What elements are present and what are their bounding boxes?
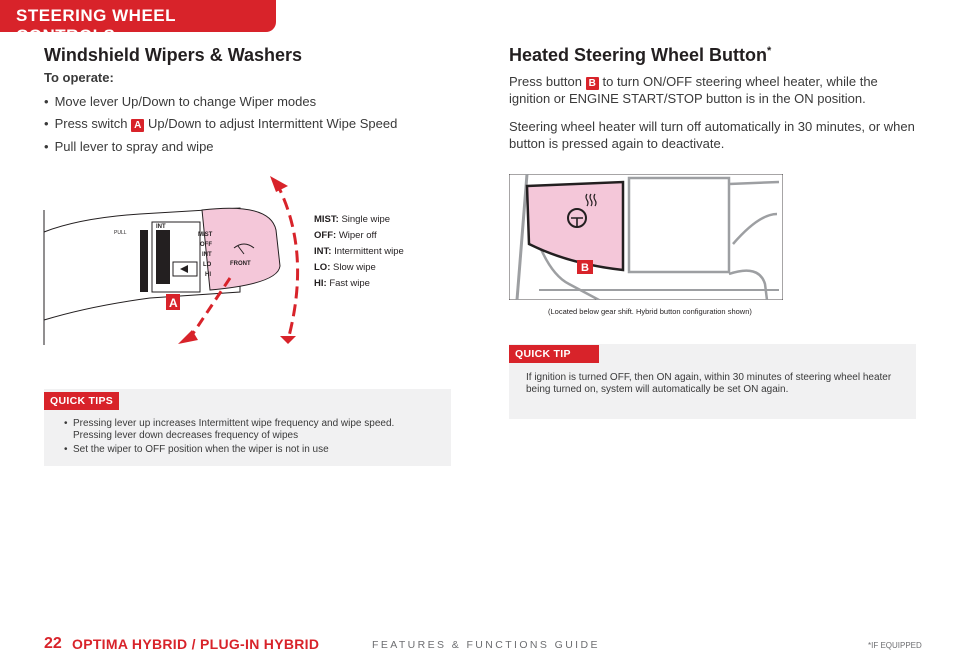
legend-key: MIST: xyxy=(314,214,339,225)
int-label: INT xyxy=(156,224,166,230)
int2-label: INT xyxy=(202,252,212,258)
heated-paragraph-1: Press button B to turn ON/OFF steering w… xyxy=(509,73,919,107)
if-equipped-mark: * xyxy=(767,45,772,57)
paragraph-text: to turn ON/OFF steering wheel heater, wh… xyxy=(509,74,878,106)
legend-value: Single wipe xyxy=(341,214,391,225)
heated-paragraph-2: Steering wheel heater will turn off auto… xyxy=(509,119,915,151)
wipers-bullet-list: Move lever Up/Down to change Wiper modes… xyxy=(44,94,398,161)
footer-title: OPTIMA HYBRID / PLUG-IN HYBRID xyxy=(72,636,320,652)
quick-tips-list: •Pressing lever up increases Intermitten… xyxy=(64,418,434,456)
legend-row: MIST: Single wipe xyxy=(314,212,404,228)
mist-label: MIST xyxy=(198,232,213,238)
tip-text: Set the wiper to OFF position when the w… xyxy=(73,444,329,455)
legend-key: HI: xyxy=(314,278,327,289)
callout-a-badge xyxy=(166,294,180,310)
pull-label: PULL xyxy=(114,230,127,236)
legend-key: OFF: xyxy=(314,230,337,241)
list-item: Move lever Up/Down to change Wiper modes xyxy=(44,94,397,109)
wipers-title: Windshield Wipers & Washers xyxy=(44,45,303,65)
list-item: •Set the wiper to OFF position when the … xyxy=(64,444,329,455)
key-badge-a: A xyxy=(131,119,145,132)
legend-key: INT: xyxy=(314,246,332,257)
heated-title-text: Heated Steering Wheel Button xyxy=(509,45,768,65)
legend-key: LO: xyxy=(314,262,331,273)
down-arrow-icon xyxy=(188,277,232,339)
legend-value: Intermittent wipe xyxy=(334,246,404,257)
if-equipped-note: *IF EQUIPPED xyxy=(868,641,922,650)
legend-value: Slow wipe xyxy=(333,262,376,273)
wiper-modes-legend: MIST: Single wipe OFF: Wiper off INT: In… xyxy=(314,212,404,292)
callout-a-label: A xyxy=(169,296,178,310)
list-item: Press switch A Up/Down to adjust Intermi… xyxy=(44,116,397,132)
bullet-text: Up/Down to adjust Intermittent Wipe Spee… xyxy=(148,116,398,131)
section-tab-label: STEERING WHEEL CONTROLS xyxy=(16,6,176,45)
legend-value: Wiper off xyxy=(338,230,377,241)
rotate-arrow-icon xyxy=(274,181,300,341)
front-label: FRONT xyxy=(230,261,251,267)
footer-guide: FEATURES & FUNCTIONS GUIDE xyxy=(372,639,600,651)
list-item: •Pressing lever up increases Intermitten… xyxy=(64,418,395,441)
quick-tips-label: QUICK TIPS xyxy=(44,392,120,410)
bullet-text: Move lever Up/Down to change Wiper modes xyxy=(54,94,317,109)
heated-title: Heated Steering Wheel Button* xyxy=(509,45,771,66)
console-caption: (Located below gear shift. Hybrid button… xyxy=(548,307,752,316)
wiper-lever-diagram: PULL INT MIST OFF INT LO HI FRONT A xyxy=(43,176,300,345)
quick-tip-text: If ignition is turned OFF, then ON again… xyxy=(526,372,892,395)
hi-label: HI xyxy=(205,272,211,278)
list-item: Pull lever to spray and wipe xyxy=(44,139,397,154)
legend-row: LO: Slow wipe xyxy=(314,260,404,276)
lo-label: LO xyxy=(203,262,212,268)
section-tab: STEERING WHEEL CONTROLS xyxy=(0,0,276,45)
wipers-subtitle: To operate: xyxy=(44,70,114,85)
paragraph-text: Press button xyxy=(509,74,582,89)
page-number: 22 xyxy=(44,635,62,652)
callout-b-label: B xyxy=(581,262,589,274)
quick-tip-label: QUICK TIP xyxy=(509,345,599,363)
console-diagram: B xyxy=(509,174,783,300)
callout-b-badge xyxy=(577,260,593,274)
legend-row: INT: Intermittent wipe xyxy=(314,244,404,260)
heated-steering-wheel-icon xyxy=(567,193,597,228)
legend-row: OFF: Wiper off xyxy=(314,228,404,244)
off-label: OFF xyxy=(200,242,212,248)
bullet-text: Press switch xyxy=(54,116,128,131)
wiper-icon xyxy=(233,243,255,255)
legend-value: Fast wipe xyxy=(329,278,370,289)
legend-row: HI: Fast wipe xyxy=(314,276,404,292)
key-badge-b: B xyxy=(585,77,599,90)
bullet-text: Pull lever to spray and wipe xyxy=(54,139,214,154)
tip-text: Pressing lever up increases Intermittent… xyxy=(73,418,395,441)
